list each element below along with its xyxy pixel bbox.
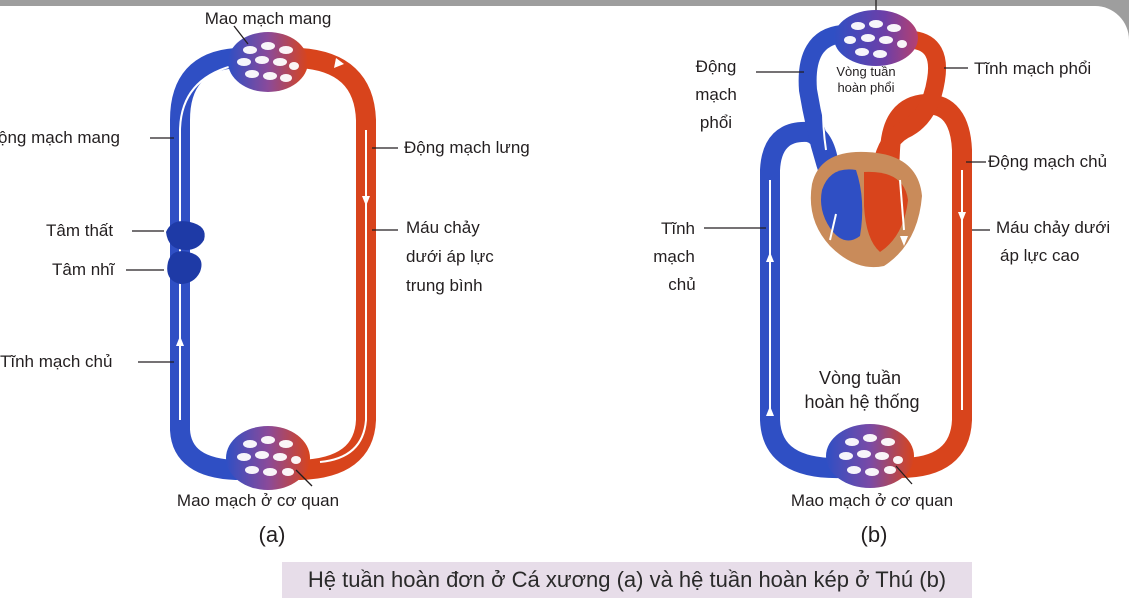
label-high-pressure-line-2: áp lực cao: [1000, 246, 1079, 265]
figure-caption: Hệ tuần hoàn đơn ở Cá xương (a) và hệ tu…: [307, 567, 947, 592]
panel-tag-b: (b): [861, 522, 888, 547]
label-pulmonary-artery-line-3: phổi: [700, 113, 732, 132]
label-pressure-line-1: Máu chảy: [406, 218, 480, 237]
dorsal-aorta-vessel: [290, 48, 376, 480]
diagram-a: Mao mạch mang ộng mạch mang Động mạch lư…: [0, 9, 530, 547]
label-aorta: Động mạch chủ: [988, 152, 1107, 171]
mammal-heart: [810, 151, 922, 268]
label-systemic-loop-line-1: Vòng tuần: [819, 368, 901, 388]
label-pressure-line-3: trung bình: [406, 276, 483, 295]
lung-capillary-bed: [834, 10, 918, 66]
label-pulmonary-loop-line-2: hoàn phổi: [837, 80, 894, 95]
label-organ-capillaries-a: Mao mạch ở cơ quan: [177, 491, 339, 510]
caption-band: [282, 562, 972, 598]
gill-capillary-bed: [228, 32, 308, 92]
label-pulmonary-artery-line-1: Động: [696, 57, 737, 76]
label-vena-cava-b-line-1: Tĩnh: [661, 219, 695, 238]
fish-heart: [166, 221, 205, 284]
label-ventricle: Tâm thất: [46, 221, 113, 240]
diagram-b: Động mạch phổi Vòng tuần hoàn phổi Tĩnh …: [653, 0, 1110, 547]
label-atrium: Tâm nhĩ: [52, 260, 116, 279]
label-gill-capillaries: Mao mạch mang: [205, 9, 332, 28]
organ-capillary-bed-b: [826, 424, 914, 488]
label-high-pressure-line-1: Máu chảy dưới: [996, 218, 1110, 237]
label-pulmonary-loop-line-1: Vòng tuần: [836, 64, 895, 79]
label-vena-cava: Tĩnh mạch chủ: [0, 352, 112, 371]
label-pulmonary-vein: Tĩnh mạch phổi: [974, 59, 1091, 78]
label-systemic-loop-line-2: hoàn hệ thống: [804, 392, 919, 412]
label-organ-capillaries-b: Mao mạch ở cơ quan: [791, 491, 953, 510]
label-vena-cava-b-line-2: mạch: [653, 247, 695, 266]
aorta-vessel: [878, 93, 972, 478]
organ-capillary-bed-a: [226, 426, 310, 490]
pulmonary-vein-vessel: [871, 31, 946, 189]
label-pulmonary-artery-line-2: mạch: [695, 85, 737, 104]
label-pressure-line-2: dưới áp lực: [406, 247, 494, 266]
label-dorsal-aorta: Động mạch lưng: [404, 138, 530, 157]
label-vena-cava-b-line-3: chủ: [668, 275, 695, 294]
panel-tag-a: (a): [259, 522, 286, 547]
label-gill-artery: ộng mạch mang: [0, 128, 120, 147]
